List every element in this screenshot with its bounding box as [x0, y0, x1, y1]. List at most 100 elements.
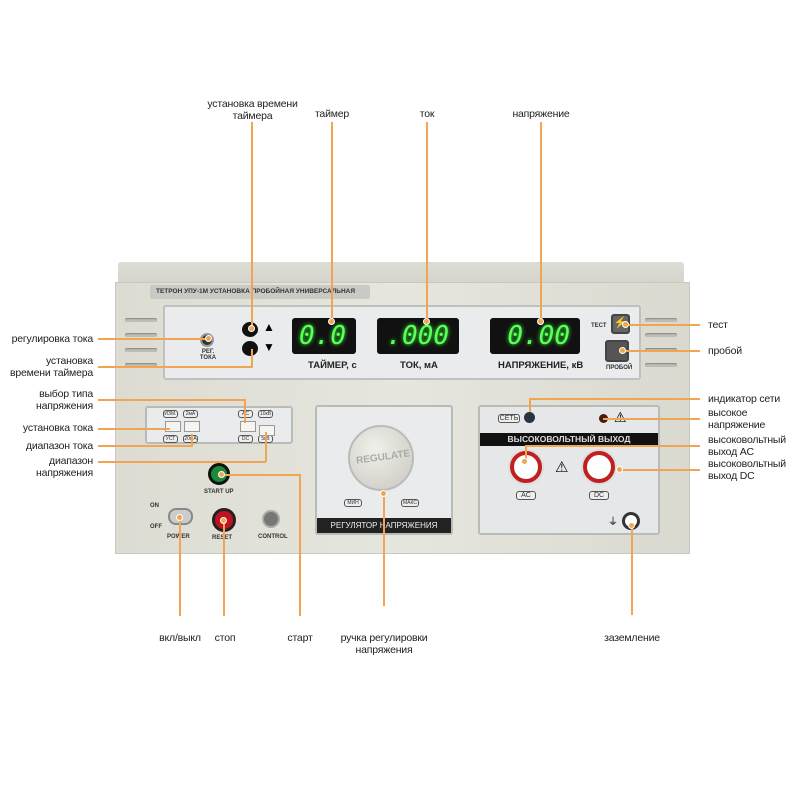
- arrow-up-icon: ▲: [263, 320, 275, 334]
- leader-line: [299, 474, 301, 616]
- annotation-test: тест: [708, 319, 728, 331]
- leader-line: [265, 432, 267, 462]
- power-label: POWER: [167, 534, 190, 540]
- annotation-start: старт: [287, 632, 313, 644]
- ground-icon: ⏚: [608, 517, 618, 528]
- hv-title: ВЫСОКОВОЛЬТНЫЙ ВЫХОД: [480, 433, 658, 446]
- leader-line: [529, 398, 700, 400]
- leader-line: [98, 428, 170, 430]
- device-top: [118, 262, 684, 284]
- annotation-power: вкл/выкл: [159, 632, 201, 644]
- leader-line: [622, 321, 629, 328]
- leader-line: [251, 349, 253, 367]
- leader-line: [205, 335, 212, 342]
- leader-line: [631, 525, 633, 615]
- leader-line: [218, 471, 225, 478]
- leader-line: [426, 122, 428, 322]
- leader-line: [220, 517, 227, 524]
- control-label: CONTROL: [258, 534, 288, 540]
- annotation-stop: стоп: [214, 632, 236, 644]
- leader-line: [98, 399, 246, 401]
- annotation-timer-set-left: установка времени таймера: [9, 355, 93, 379]
- annotation-knob: ручка регулировки напряжения: [340, 632, 428, 656]
- leader-line: [244, 399, 246, 423]
- voltage-label: НАПРЯЖЕНИЕ, кВ: [498, 360, 584, 371]
- net-indicator: [524, 412, 535, 423]
- leader-line: [525, 445, 527, 463]
- current-set-switch[interactable]: [165, 421, 181, 432]
- test-label: ТЕСТ: [591, 323, 607, 329]
- switch-label: 20мА: [183, 435, 198, 443]
- leader-line: [176, 514, 183, 521]
- voltage-knob[interactable]: [348, 425, 414, 491]
- leader-line: [328, 318, 335, 325]
- annotation-current-set: установка тока: [22, 422, 93, 434]
- leader-line: [616, 466, 623, 473]
- off-label: OFF: [150, 524, 162, 530]
- breakdown-label: ПРОБОЙ: [606, 365, 633, 371]
- voltage-display: 0.00: [490, 318, 580, 354]
- leader-line: [251, 122, 253, 328]
- annotation-timer-set-top: установка времени таймера: [207, 98, 298, 122]
- vent-slot: [645, 333, 677, 337]
- leader-line: [423, 318, 430, 325]
- annotation-high-voltage: высокое напряжение: [708, 407, 766, 431]
- switch-label: 2мА: [183, 410, 198, 418]
- arrow-down-icon: ▼: [263, 340, 275, 354]
- current-display: .000: [377, 318, 459, 354]
- leader-line: [98, 461, 266, 463]
- leader-line: [603, 418, 700, 420]
- leader-line: [223, 520, 225, 616]
- annotation-hv-dc: высоковольтный выход DC: [708, 458, 786, 482]
- reg-toka-label: РЕГ. ТОКА: [199, 349, 217, 361]
- leader-line: [620, 469, 700, 471]
- reset-label: RESET: [212, 535, 233, 541]
- start-label: START UP: [204, 489, 234, 495]
- leader-line: [191, 434, 193, 446]
- switch-label: 10кВ: [258, 410, 273, 418]
- timer-down-button[interactable]: [242, 341, 258, 356]
- current-range-switch[interactable]: [184, 421, 200, 432]
- leader-line: [98, 445, 193, 447]
- dc-label: DC: [589, 491, 609, 500]
- leader-line: [521, 458, 528, 465]
- vent-slot: [125, 333, 157, 337]
- annotation-voltage: напряжение: [512, 108, 570, 120]
- switch-label: DC: [238, 435, 253, 443]
- annotation-current-adjust: регулировка тока: [11, 333, 94, 345]
- annotation-current: ток: [419, 108, 435, 120]
- leader-line: [331, 122, 333, 320]
- nameplate: ТЕТРОН УПУ-1М УСТАНОВКА ПРОБОЙНАЯ УНИВЕР…: [150, 285, 370, 299]
- leader-line: [619, 347, 626, 354]
- leader-line: [525, 445, 700, 447]
- annotation-timer: таймер: [314, 108, 350, 120]
- hv-dc-output[interactable]: [583, 451, 615, 483]
- warning-icon: ⚠: [614, 409, 627, 425]
- current-label: ТОК, мА: [400, 360, 438, 371]
- annotation-voltage-type: выбор типа напряжения: [36, 388, 93, 412]
- warning-icon: ⚠: [555, 459, 569, 476]
- timer-display: 0.0: [292, 318, 356, 354]
- on-label: ON: [150, 503, 159, 509]
- switch-label: УСТ: [163, 435, 178, 443]
- voltage-range-switch[interactable]: [259, 425, 275, 436]
- knob-max-label: МАКС: [401, 499, 419, 507]
- leader-line: [383, 494, 385, 606]
- switch-label: ИЗМ.: [163, 410, 178, 418]
- leader-line: [529, 398, 531, 412]
- leader-line: [179, 518, 181, 616]
- vent-slot: [125, 318, 157, 322]
- voltage-type-switch[interactable]: [240, 421, 256, 432]
- knob-min-label: МИН: [344, 499, 362, 507]
- annotation-hv-ac: высоковольтный выход AC: [708, 434, 786, 458]
- annotation-net-indicator: индикатор сети: [708, 393, 780, 405]
- control-connector[interactable]: [262, 510, 280, 528]
- vent-slot: [125, 348, 157, 352]
- vent-slot: [645, 363, 677, 367]
- net-label: СЕТЬ: [498, 414, 520, 423]
- leader-line: [622, 350, 700, 352]
- annotation-ground: заземление: [604, 632, 660, 644]
- leader-line: [380, 490, 387, 497]
- vent-slot: [125, 363, 157, 367]
- leader-line: [625, 324, 700, 326]
